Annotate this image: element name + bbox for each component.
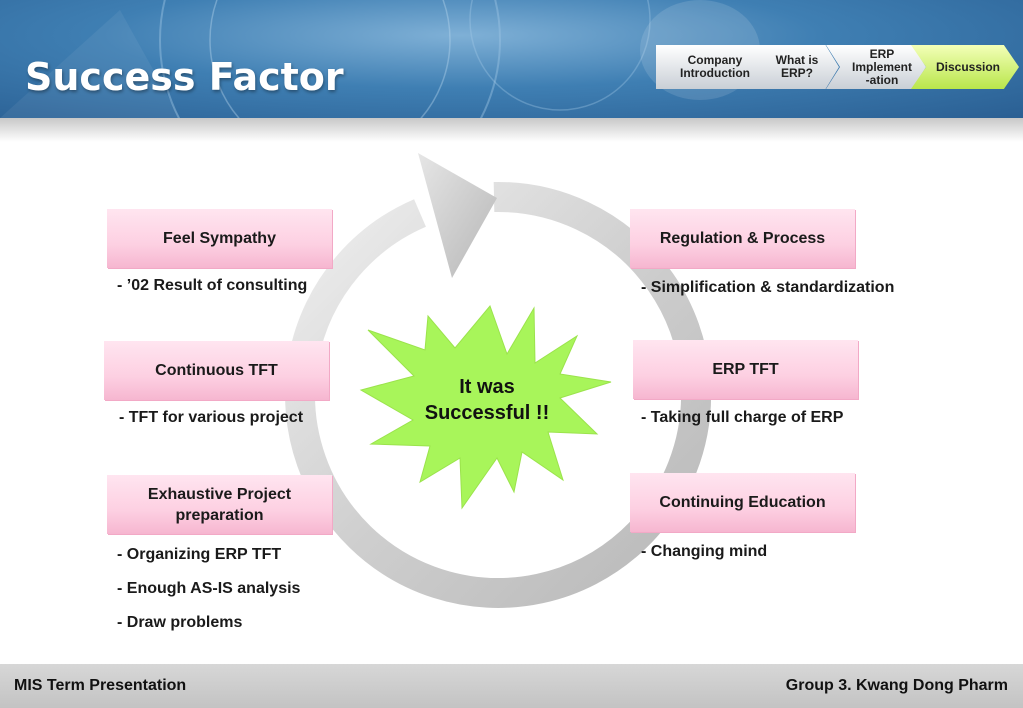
factor-continuing-education: Continuing Education [630,473,855,532]
footer-course-title: MIS Term Presentation [14,677,187,694]
note-result-of-consulting: - ’02 Result of consulting [117,277,308,294]
note-simplification-standardization: - Simplification & standardization [641,279,895,296]
factor-regulation-process: Regulation & Process [630,209,855,268]
note-organizing-erp-tft: - Organizing ERP TFT [117,546,282,563]
factor-erp-tft: ERP TFT [633,340,858,399]
footer-group-name: Group 3. Kwang Dong Pharm [785,677,1008,694]
center-message: It was Successful !! [424,376,550,424]
header-shadow [0,118,1023,142]
note-draw-problems: - Draw problems [117,614,243,631]
factor-continuous-tft: Continuous TFT [104,341,329,400]
slide-footer [0,664,1023,708]
cycle-arrow-head [418,153,497,278]
nav-step-discussion[interactable]: Discussion [911,45,1019,89]
factor-exhaustive-project-preparation: Exhaustive Project preparation [107,475,332,534]
note-full-charge-of-erp: - Taking full charge of ERP [641,409,844,426]
note-as-is-analysis: - Enough AS-IS analysis [117,580,301,597]
note-tft-various-project: - TFT for various project [119,409,304,426]
success-starburst [359,305,612,510]
page-title: Success Factor [25,55,344,99]
factor-feel-sympathy: Feel Sympathy [107,209,332,268]
note-changing-mind: - Changing mind [641,543,768,560]
